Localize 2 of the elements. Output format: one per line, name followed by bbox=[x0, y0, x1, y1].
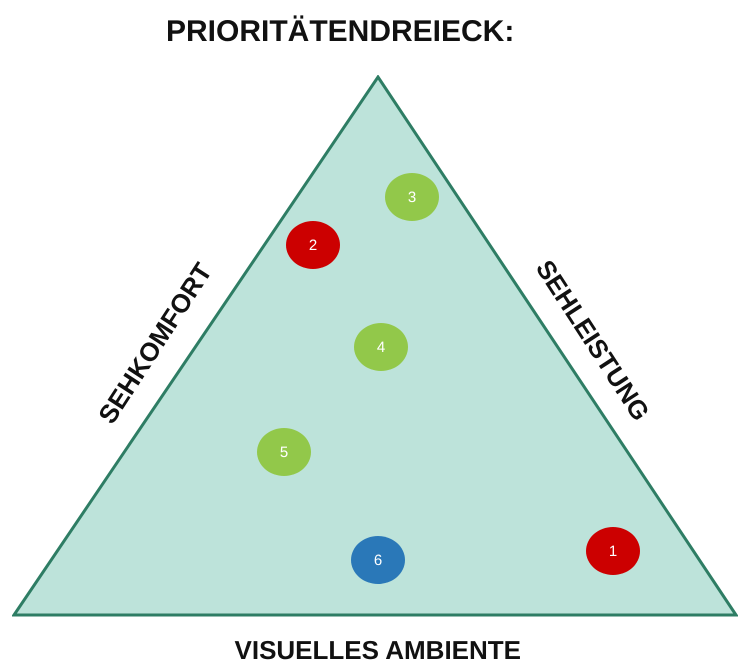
side-label: VISUELLES AMBIENTE bbox=[234, 634, 522, 666]
diagram-title: PRIORITÄTENDREIECK: bbox=[166, 15, 514, 49]
